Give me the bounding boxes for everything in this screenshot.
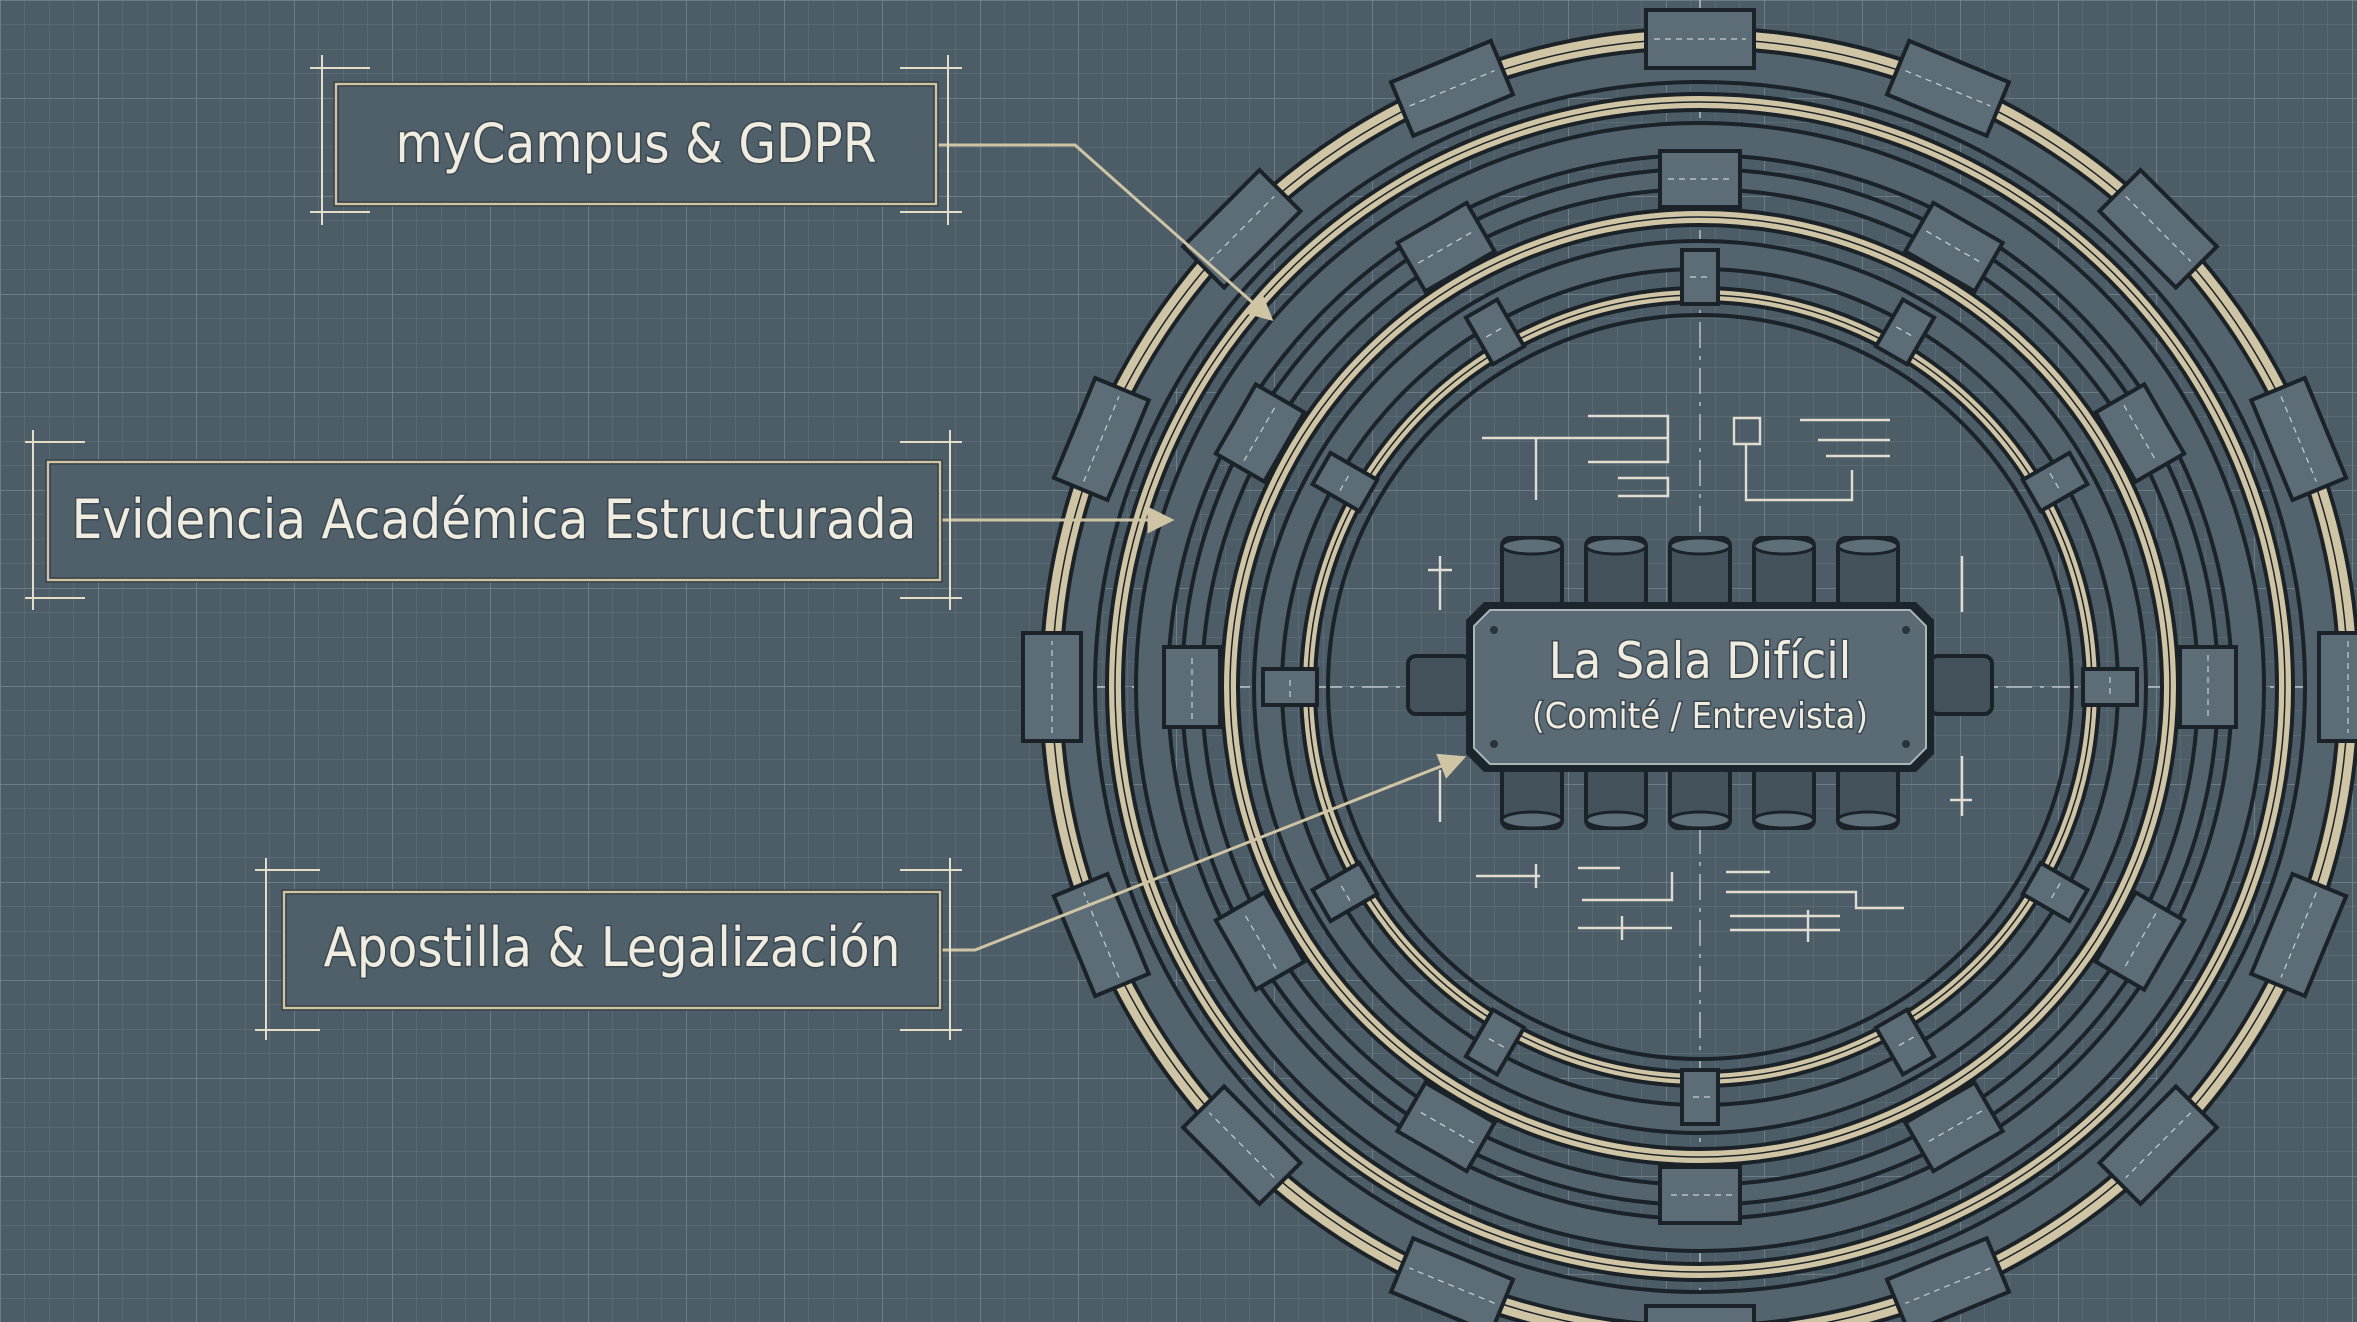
technical-annotations — [1428, 414, 1972, 942]
ring-6-center-line — [1229, 216, 2171, 1158]
inner-tooth-11 — [1463, 296, 1527, 368]
inner-tooth-4 — [2019, 860, 2091, 924]
outer-tooth-4 — [2317, 631, 2357, 743]
middle-tooth-9 — [1162, 645, 1222, 729]
label-evidencia: Evidencia Académica Estructurada — [72, 488, 917, 551]
label-box-mycampus: myCampus & GDPR — [310, 55, 962, 225]
middle-tooth-6 — [1658, 1165, 1742, 1225]
inner-tooth-3 — [2081, 667, 2139, 707]
chair-right — [1928, 654, 1994, 716]
outer-tooth-14 — [1180, 167, 1304, 291]
ring-teeth — [1021, 8, 2357, 1322]
outer-tooth-15 — [1388, 38, 1516, 139]
inner-boundary — [1326, 313, 2074, 1061]
conference-table: La Sala Difícil (Comité / Entrevista) — [1406, 536, 1994, 830]
label-apostilla: Apostilla & Legalización — [324, 916, 901, 979]
outer-tooth-0 — [1644, 8, 1756, 70]
center-subtitle: (Comité / Entrevista) — [1532, 696, 1868, 737]
middle-tooth-7 — [1394, 1079, 1498, 1174]
inner-tooth-7 — [1463, 1006, 1527, 1078]
connector-arrows — [936, 143, 1467, 952]
dimension-marks — [310, 55, 962, 225]
outer-tooth-9 — [1388, 1235, 1516, 1322]
annotation-bottom-left — [1476, 864, 1674, 940]
outer-tooth-7 — [1884, 1235, 2012, 1322]
table-chairs — [1406, 536, 1994, 830]
annotation-dimension-ticks — [1428, 556, 1972, 822]
dimension-marks — [25, 430, 962, 610]
ring-machine — [1021, 0, 2357, 1322]
middle-tooth-1 — [1902, 200, 2006, 295]
inner-tooth-10 — [1309, 450, 1381, 514]
dimension-marks — [255, 858, 962, 1040]
inner-tooth-9 — [1261, 667, 1319, 707]
center-title: La Sala Difícil — [1549, 632, 1852, 690]
outer-tooth-3 — [2248, 375, 2349, 503]
inner-tooth-2 — [2019, 450, 2091, 514]
middle-tooth-8 — [1213, 889, 1308, 993]
middle-tooth-0 — [1658, 149, 1742, 209]
ring-4 — [1138, 125, 2262, 1249]
inner-tooth-8 — [1309, 860, 1381, 924]
outer-tooth-11 — [1051, 871, 1152, 999]
middle-tooth-11 — [1394, 200, 1498, 295]
inner-tooth-6 — [1680, 1068, 1720, 1126]
middle-tooth-4 — [2092, 889, 2187, 993]
outer-tooth-12 — [1021, 631, 1083, 743]
outer-tooth-8 — [1644, 1304, 1756, 1322]
middle-tooth-2 — [2092, 381, 2187, 485]
outer-tooth-13 — [1051, 375, 1152, 503]
outer-tooth-10 — [1180, 1083, 1304, 1207]
label-mycampus: myCampus & GDPR — [396, 112, 877, 175]
annotation-top-left — [1482, 414, 1670, 500]
label-box-apostilla: Apostilla & Legalización — [255, 858, 962, 1040]
label-box-evidencia: Evidencia Académica Estructurada — [25, 430, 962, 610]
middle-tooth-3 — [2178, 645, 2238, 729]
table-top — [1466, 602, 1934, 772]
annotation-bottom-right — [1726, 870, 1904, 942]
inner-tooth-0 — [1680, 248, 1720, 306]
outer-tooth-6 — [2096, 1083, 2220, 1207]
arrow-mycampus — [936, 143, 1274, 321]
chair-left — [1406, 654, 1472, 716]
outer-tooth-2 — [2096, 167, 2220, 291]
arrow-apostilla — [940, 753, 1467, 952]
middle-tooth-5 — [1902, 1079, 2006, 1174]
annotation-top-right — [1732, 416, 1890, 502]
outer-tooth-1 — [1884, 38, 2012, 139]
ring-3-center-line — [1114, 101, 2286, 1273]
outer-tooth-5 — [2248, 871, 2349, 999]
middle-tooth-10 — [1213, 381, 1308, 485]
inner-tooth-1 — [1873, 296, 1937, 368]
inner-tooth-5 — [1873, 1006, 1937, 1078]
